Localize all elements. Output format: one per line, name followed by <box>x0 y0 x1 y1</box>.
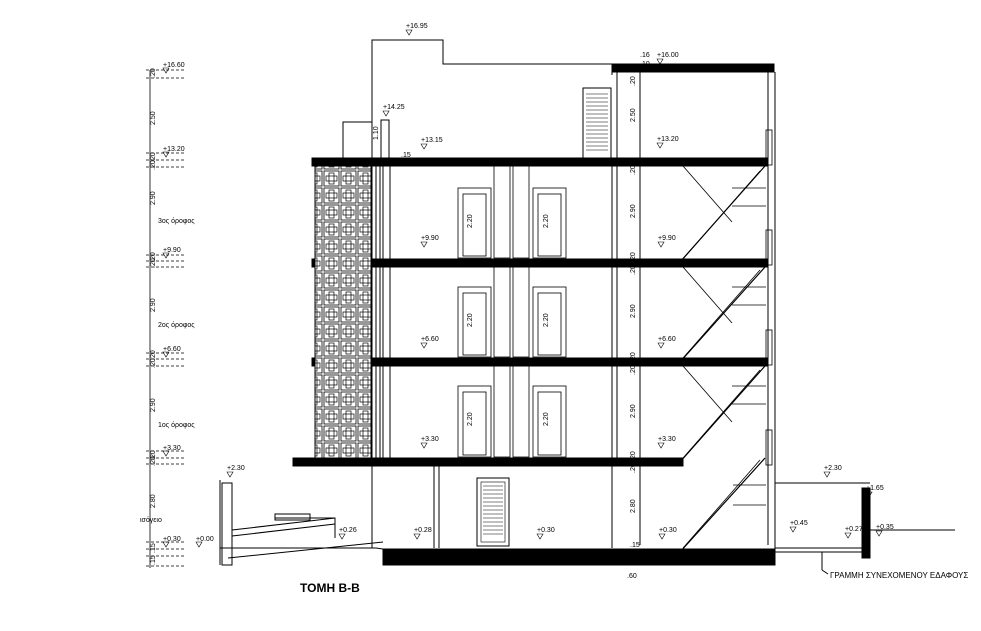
floor-label: 2ος όροφος <box>158 321 195 329</box>
dim-value: 2.80 <box>150 494 157 508</box>
dim-value: .20 <box>630 365 637 375</box>
dim-value: .15 <box>630 542 640 549</box>
level-label: +0.30 <box>163 536 181 543</box>
dim-value: .20 <box>150 358 157 368</box>
level-label: +16.60 <box>163 62 185 69</box>
level-label: +6.60 <box>658 336 676 343</box>
floor-labels: 3ος όροφος 2ος όροφος 1ος όροφος ισόγειο <box>140 217 195 524</box>
level-label: +13.15 <box>421 137 443 144</box>
level-label: +0.35 <box>876 524 894 531</box>
level-label: +9.90 <box>163 247 181 254</box>
dim-value: .16 <box>640 52 650 59</box>
dim-value: 2.90 <box>150 191 157 205</box>
level-label: +0.27 <box>845 526 863 533</box>
dim-value: .20 <box>630 265 637 275</box>
openings <box>457 165 567 458</box>
level-label: +3.30 <box>421 436 439 443</box>
level-label: +16.95 <box>406 23 428 30</box>
left-level-labels: +16.60 +13.20 +9.90 +6.60 +3.30 +0.30 <box>162 62 185 548</box>
floor-label: 1ος όροφος <box>158 421 195 429</box>
level-label: +6.60 <box>163 346 181 353</box>
left-dim-values: .20 2.50 .20 .20 2.90 .20 .20 2.90 .20 .… <box>150 68 157 565</box>
dim-value: 2.80 <box>630 499 637 513</box>
section-title: ΤΟΜΗ Β-Β <box>300 581 360 595</box>
dim-value: 1.10 <box>373 126 380 140</box>
level-label: +13.20 <box>657 136 679 143</box>
dim-value: .20 <box>150 350 157 360</box>
level-label: +2.30 <box>227 465 245 472</box>
dim-value: .15 <box>150 543 157 553</box>
dim-value: 2.90 <box>150 298 157 312</box>
dim-value: 2.90 <box>630 204 637 218</box>
dim-value: .20 <box>630 451 637 461</box>
dim-value: .15 <box>150 555 157 565</box>
level-label: +0.28 <box>414 527 432 534</box>
level-label: +9.90 <box>658 235 676 242</box>
dim-value: .20 <box>630 165 637 175</box>
floor-label: 3ος όροφος <box>158 217 195 225</box>
level-label: +16.00 <box>657 52 679 59</box>
dim-value: .20 <box>150 68 157 78</box>
level-label: +0.30 <box>659 527 677 534</box>
level-label: +6.60 <box>421 336 439 343</box>
dim-value: .20 <box>630 252 637 262</box>
level-label: +9.90 <box>421 235 439 242</box>
door-heights: 2.20 2.20 2.20 2.20 2.20 2.20 <box>467 214 550 426</box>
staircase <box>679 129 773 553</box>
dim-value: .20 <box>630 76 637 86</box>
dim-value: .20 <box>150 252 157 262</box>
dim-value: .20 <box>630 352 637 362</box>
dim-value: 2.90 <box>630 304 637 318</box>
level-label: +0.30 <box>537 527 555 534</box>
level-label: +0.00 <box>196 536 214 543</box>
level-label: +1.65 <box>866 485 884 492</box>
dim-value: .20 <box>150 152 157 162</box>
level-label: +0.26 <box>339 527 357 534</box>
building-level-labels: +16.95 +14.25 1.10 .15 +13.15 .16 .10 +1… <box>195 23 894 580</box>
site-ground <box>219 480 955 575</box>
door-height-label: 2.20 <box>467 412 474 426</box>
floor-label: ισόγειο <box>140 516 162 524</box>
dim-value: .20 <box>630 463 637 473</box>
door-height-label: 2.20 <box>543 214 550 228</box>
dim-value: .20 <box>150 450 157 460</box>
dim-value: .20 <box>150 160 157 170</box>
door-height-label: 2.20 <box>467 214 474 228</box>
door-height-label: 2.20 <box>543 412 550 426</box>
level-label: +14.25 <box>383 104 405 111</box>
ground-line-note: ΓΡΑΜΜΗ ΣΥΝΕΧΟΜΕΝΟΥ ΕΔΑΦΟΥΣ <box>830 571 968 580</box>
door-height-label: 2.20 <box>467 313 474 327</box>
dim-value: .15 <box>401 152 411 159</box>
dim-value: .20 <box>150 258 157 268</box>
dim-value: 2.90 <box>630 404 637 418</box>
dim-value: .60 <box>627 573 637 580</box>
dim-value: .10 <box>640 61 650 68</box>
dim-value: 2.50 <box>150 111 157 125</box>
level-label: +3.30 <box>163 445 181 452</box>
level-label: +3.30 <box>658 436 676 443</box>
dim-value: .20 <box>150 456 157 466</box>
left-dimension-column <box>146 69 185 568</box>
building-section <box>292 39 776 566</box>
door-height-label: 2.20 <box>543 313 550 327</box>
dim-value: 2.90 <box>150 398 157 412</box>
level-label: +2.30 <box>824 465 842 472</box>
dim-value: 2.50 <box>630 108 637 122</box>
level-label: +13.20 <box>163 146 185 153</box>
level-label: +0.45 <box>790 520 808 527</box>
